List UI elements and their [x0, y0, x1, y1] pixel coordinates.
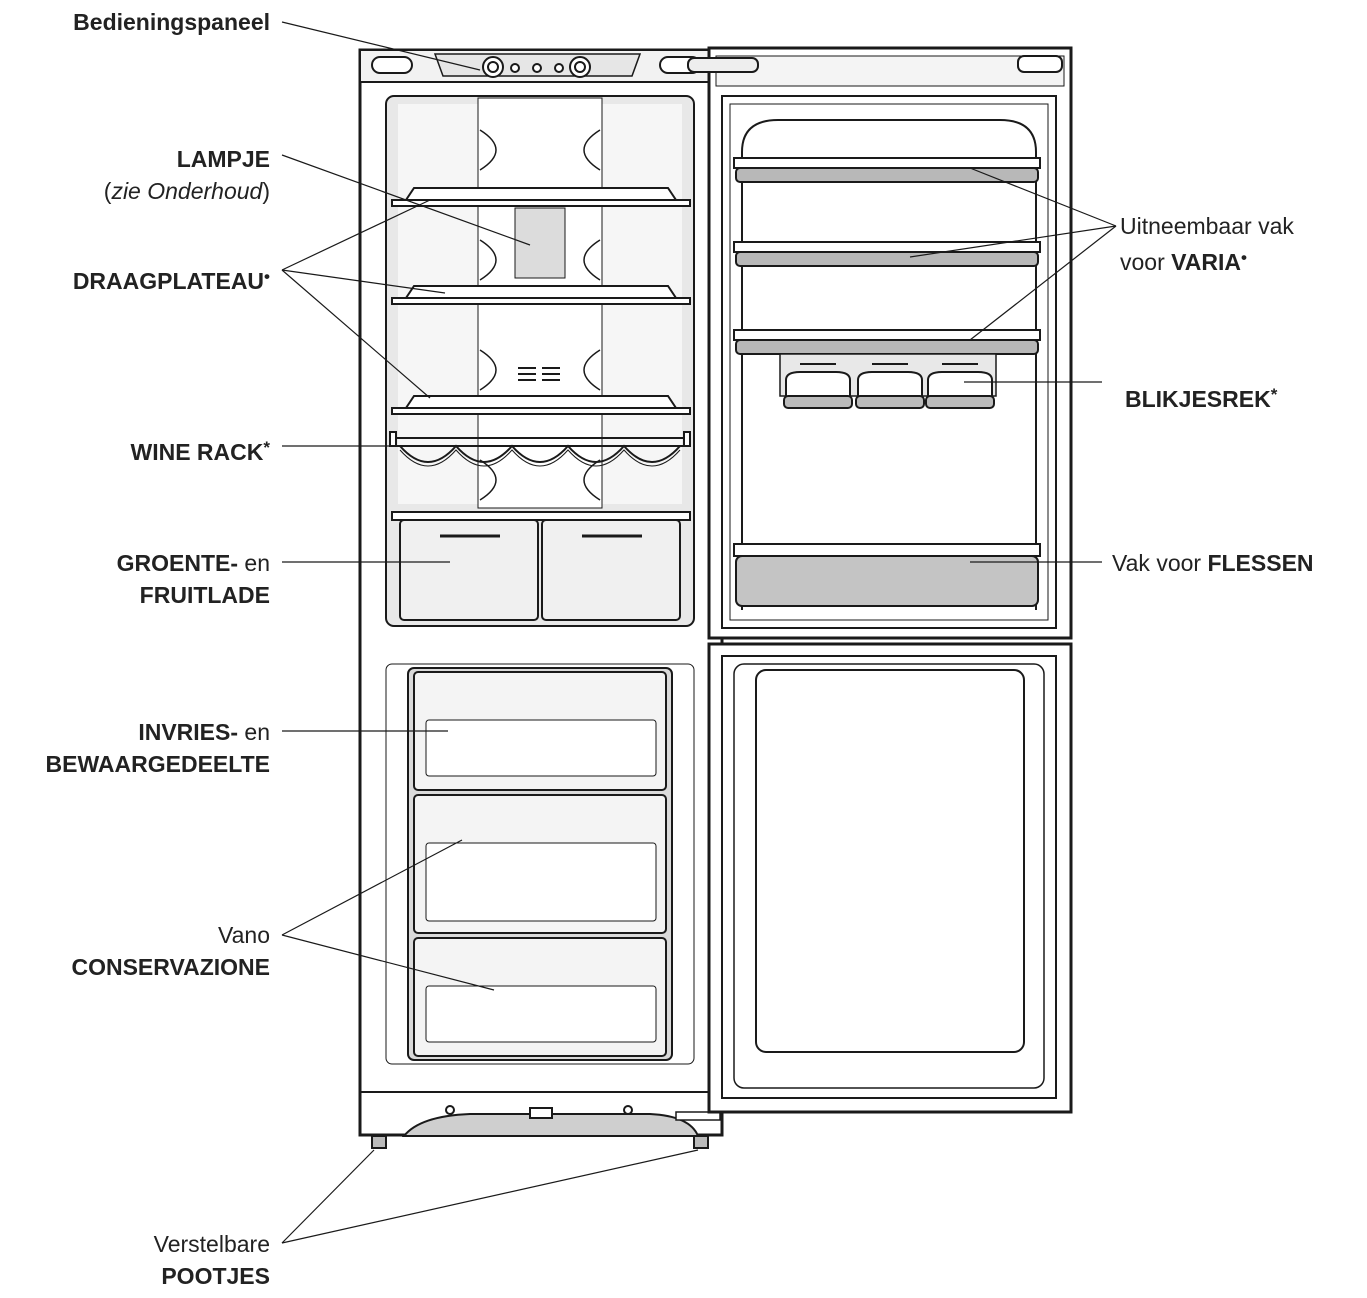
shelf-3	[391, 395, 691, 415]
label-bottle-tray: Vak voor FLESSEN	[1112, 550, 1314, 576]
label-lamp-note: (zie Onderhoud)	[103, 178, 270, 204]
door-tray-1	[733, 157, 1041, 183]
crisper-right	[541, 519, 681, 621]
wine-rack	[389, 431, 691, 467]
kickplate-grille	[401, 1113, 700, 1137]
door-tray-3	[733, 329, 1041, 355]
foot-left	[371, 1135, 387, 1149]
label-conservation-2: CONSERVAZIONE	[71, 954, 270, 980]
bottle-tray	[733, 543, 1041, 607]
label-door-tray-1: Uitneembaar vak	[1120, 213, 1294, 239]
door-tray-2	[733, 241, 1041, 267]
label-wine-rack: WINE RACK*	[130, 438, 270, 465]
label-can-rack: BLIKJESREK*	[1125, 385, 1278, 412]
label-control-panel: Bedieningspaneel	[73, 9, 270, 35]
label-freezer-2: BEWAARGEDEELTE	[45, 751, 270, 777]
shelf-1	[391, 187, 691, 207]
label-conservation-1: Vano	[217, 922, 270, 948]
foot-right	[693, 1135, 709, 1149]
crisper-left	[399, 519, 539, 621]
label-feet-1: Verstelbare	[153, 1231, 270, 1257]
label-crisper-1: GROENTE- en	[116, 550, 270, 576]
shelf-2	[391, 285, 691, 305]
lamp-housing	[514, 207, 566, 279]
label-door-tray-2: voor VARIA•	[1120, 248, 1247, 275]
label-lamp: LAMPJE	[176, 146, 270, 172]
label-crisper-2: FRUITLADE	[139, 582, 270, 608]
leader-lines	[281, 21, 1117, 1244]
label-freezer-1: INVRIES- en	[138, 719, 270, 745]
label-feet-2: POOTJES	[161, 1263, 270, 1289]
can-rack	[779, 353, 997, 409]
label-shelf: DRAAGPLATEAU•	[72, 267, 270, 294]
